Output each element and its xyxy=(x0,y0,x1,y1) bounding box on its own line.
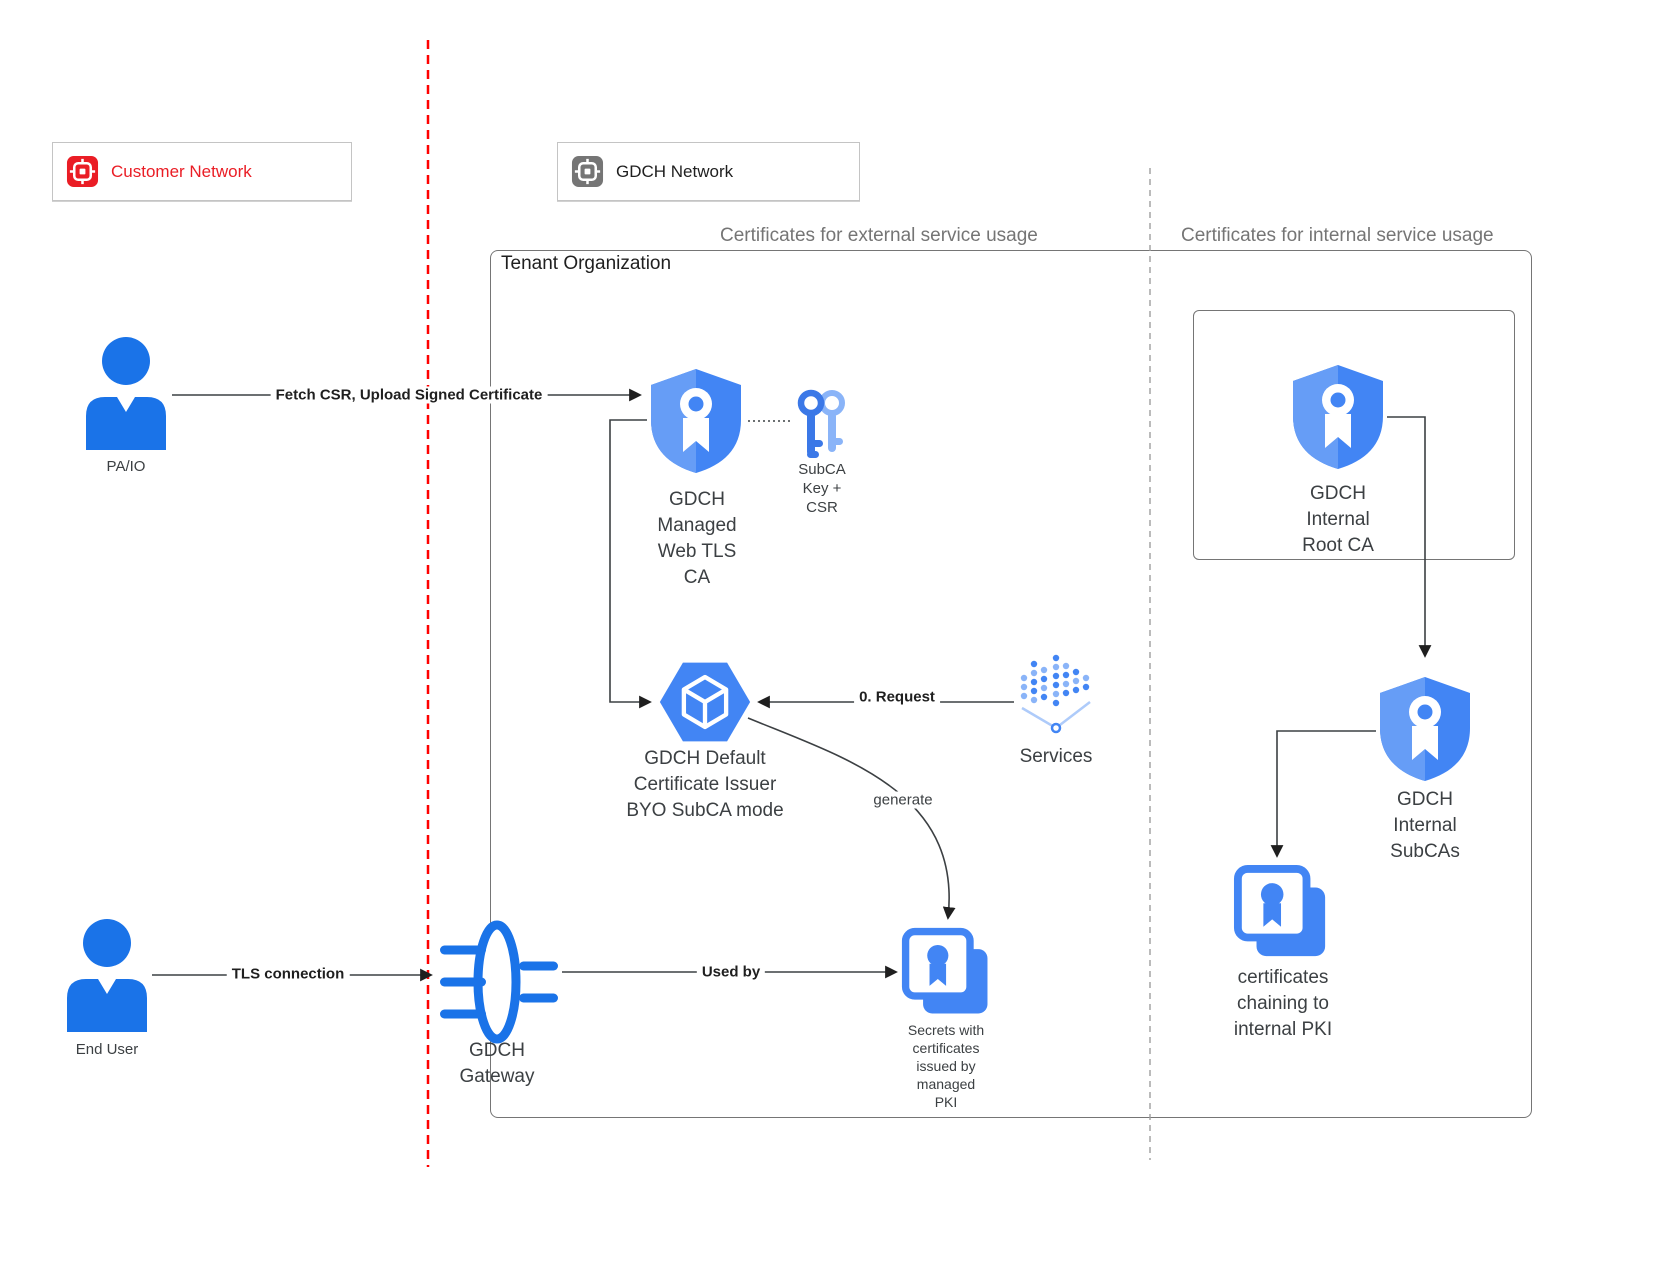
gateway-node xyxy=(440,918,558,1046)
tenant-organization-title: Tenant Organization xyxy=(501,253,672,274)
gdch-network-icon xyxy=(571,155,604,188)
services-icon xyxy=(1020,654,1091,734)
edge-label-generate: generate xyxy=(868,791,938,809)
pa-io-label: PA/IO xyxy=(106,458,146,475)
customer-network-label: Customer Network xyxy=(111,161,252,181)
internal-usage-header: Certificates for internal service usage xyxy=(1181,225,1494,246)
gateway-label: GDCH Gateway xyxy=(459,1040,535,1087)
internal-root-ca-node xyxy=(1289,362,1387,472)
customer-network-legend: Customer Network xyxy=(52,142,352,201)
subca-key-label: SubCA Key + CSR xyxy=(798,461,846,516)
services-node xyxy=(1018,650,1094,736)
secrets-node xyxy=(901,926,993,1020)
chaining-certs-label: certificates chaining to internal PKI xyxy=(1233,967,1333,1040)
external-usage-header: Certificates for external service usage xyxy=(720,225,1038,246)
person-icon xyxy=(86,337,166,450)
chaining-certs-node xyxy=(1232,864,1332,962)
shield-ca-icon xyxy=(1380,677,1470,781)
cert-issuer-node xyxy=(657,654,753,750)
cert-issuer-label: GDCH Default Certificate Issuer BYO SubC… xyxy=(626,748,784,821)
edge-label-request: 0. Request xyxy=(854,688,940,706)
edge-label-used-by: Used by xyxy=(696,963,766,981)
gdch-network-legend: GDCH Network xyxy=(557,142,860,201)
certificate-stack-icon xyxy=(1233,864,1326,957)
person-icon xyxy=(67,919,147,1032)
pa-io-node xyxy=(83,336,169,452)
end-user-node xyxy=(64,918,150,1034)
gateway-icon xyxy=(440,920,558,1044)
key-icon xyxy=(797,389,845,458)
end-user-label: End User xyxy=(75,1041,139,1058)
hexagon-issuer-icon xyxy=(659,662,751,742)
secrets-label: Secrets with certificates issued by mana… xyxy=(907,1022,985,1110)
internal-subcas-label: GDCH Internal SubCAs xyxy=(1390,789,1460,862)
services-label: Services xyxy=(1019,746,1093,767)
tenant-organization-frame xyxy=(490,250,1532,1118)
shield-ca-icon xyxy=(1293,365,1383,469)
internal-subcas-node xyxy=(1376,674,1474,784)
subca-key-node xyxy=(794,388,852,466)
edge-label-fetch-csr: Fetch CSR, Upload Signed Certificate xyxy=(270,386,548,404)
managed-ca-node xyxy=(647,366,745,476)
shield-ca-icon xyxy=(651,369,741,473)
certificate-stack-icon xyxy=(901,927,988,1014)
gdch-network-label: GDCH Network xyxy=(616,161,734,181)
internal-root-ca-label: GDCH Internal Root CA xyxy=(1302,483,1374,556)
managed-ca-label: GDCH Managed Web TLS CA xyxy=(657,489,737,588)
edge-label-tls: TLS connection xyxy=(226,965,350,983)
internal-root-ca-frame xyxy=(1193,310,1515,560)
customer-network-icon xyxy=(66,155,99,188)
